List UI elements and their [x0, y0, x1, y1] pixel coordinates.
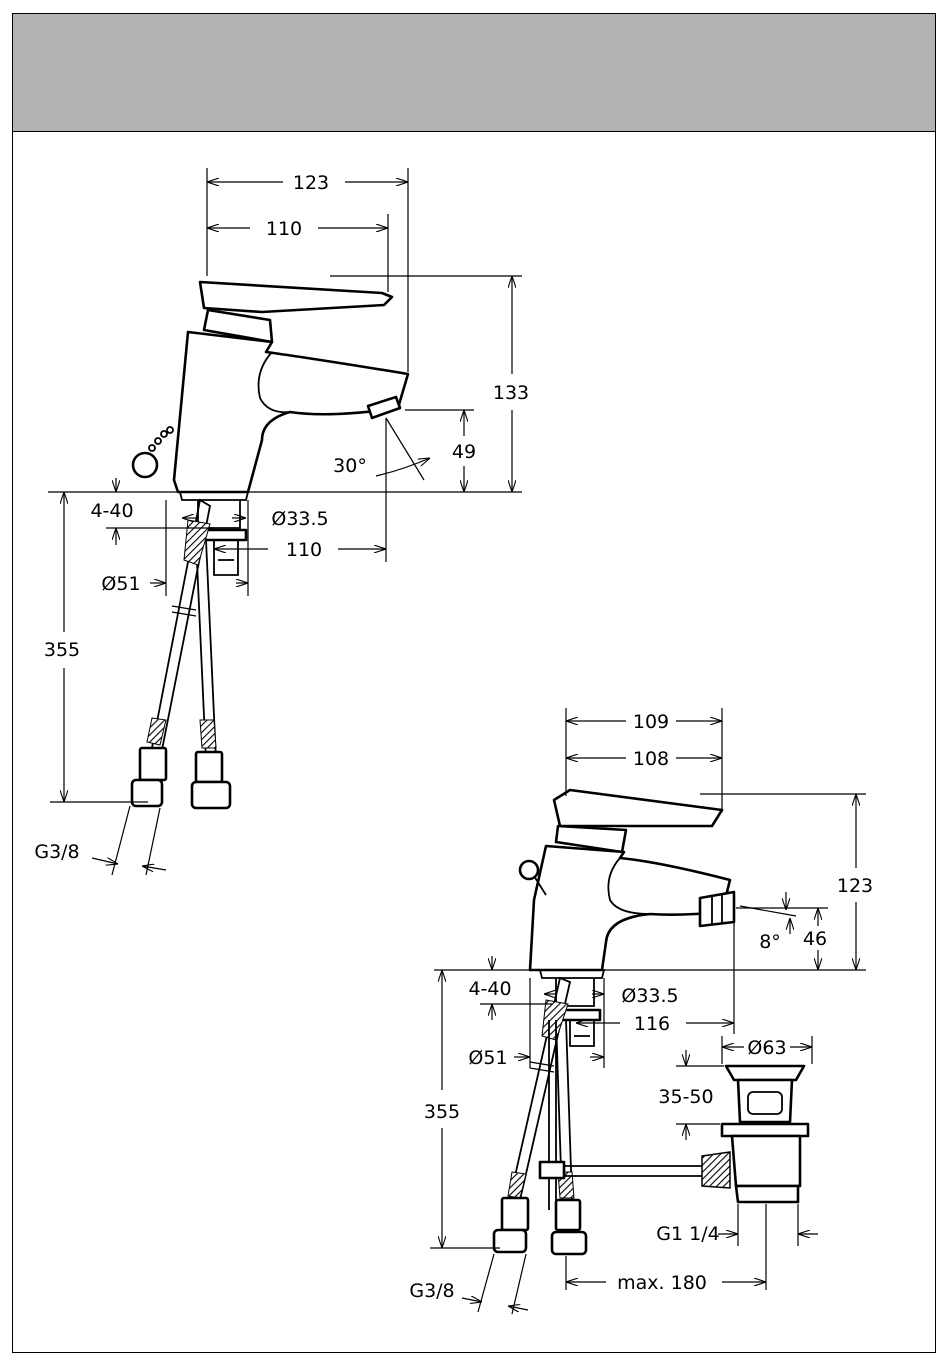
- basin-mixer-body: [133, 282, 408, 575]
- bidet-dim-waste-diameter: Ø63: [747, 1037, 786, 1059]
- bidet-waste-valve: [702, 1066, 808, 1202]
- bidet-dim-pull-rod: max. 180: [617, 1272, 707, 1294]
- basin-mixer-view: 123 110 133 49 30° 4-40 Ø33.5 110 Ø51 35…: [34, 168, 529, 875]
- bidet-dim-waste-thread: G1 1/4: [656, 1223, 719, 1245]
- basin-dim-angle: 30°: [333, 455, 367, 477]
- basin-dim-outlet-reach: 110: [286, 539, 322, 561]
- bidet-dim-base-diameter: Ø51: [468, 1047, 507, 1069]
- bidet-dim-deck-thickness: 4-40: [468, 978, 511, 1000]
- bidet-dim-spout-height: 46: [803, 928, 827, 950]
- bidet-dim-tail-diameter: Ø33.5: [621, 985, 678, 1007]
- basin-dim-base-diameter: Ø51: [101, 573, 140, 595]
- basin-dim-deck-thickness: 4-40: [90, 500, 133, 522]
- basin-dim-top-width: 123: [293, 172, 329, 194]
- basin-dim-tail-diameter: Ø33.5: [271, 508, 328, 530]
- bidet-mixer-view: 109 108 123 46 8° 4-40 Ø33.5 116 Ø51 Ø63…: [409, 708, 873, 1314]
- basin-dim-height: 133: [493, 382, 529, 404]
- basin-mixer-hoses: [132, 500, 230, 808]
- basin-dim-spout-height: 49: [452, 441, 476, 463]
- bidet-dim-waste-range: 35-50: [658, 1086, 713, 1108]
- basin-dim-connection: G3/8: [34, 841, 79, 863]
- bidet-dim-height: 123: [837, 875, 873, 897]
- bidet-dim-hose-length: 355: [424, 1101, 460, 1123]
- basin-dim-hose-length: 355: [44, 639, 80, 661]
- bidet-dim-connection: G3/8: [409, 1280, 454, 1302]
- bidet-dim-top-width: 109: [633, 711, 669, 733]
- bidet-mixer-dimensions: [430, 708, 866, 1314]
- bidet-dim-outlet-reach: 116: [634, 1013, 670, 1035]
- basin-dim-spout-reach: 110: [266, 218, 302, 240]
- bidet-dim-spout-reach: 108: [633, 748, 669, 770]
- bidet-dim-angle: 8°: [759, 931, 781, 953]
